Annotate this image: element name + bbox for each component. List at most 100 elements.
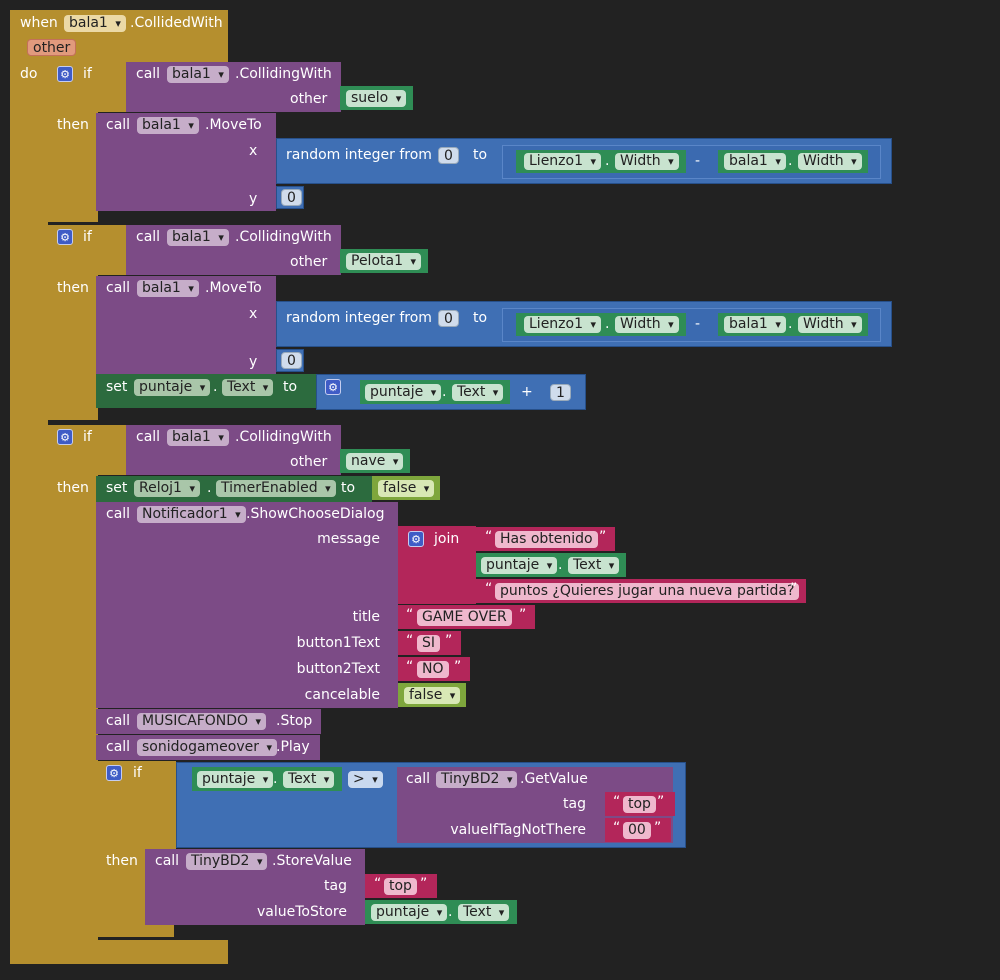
open-quote: “: [485, 581, 493, 597]
property-dropdown[interactable]: Text: [568, 557, 620, 574]
then-label: then: [106, 853, 138, 869]
dot: .: [788, 316, 793, 332]
component-dropdown[interactable]: bala1: [167, 429, 229, 446]
component-dropdown[interactable]: Pelota1: [346, 253, 421, 270]
component-dropdown[interactable]: MUSICAFONDO: [137, 713, 267, 730]
property-dropdown[interactable]: Text: [452, 384, 504, 401]
text-field[interactable]: NO: [417, 661, 449, 678]
do-label: do: [20, 66, 38, 82]
colliding-with-block-1[interactable]: [126, 62, 341, 112]
to-label: to: [283, 379, 298, 395]
component-dropdown[interactable]: sonidogameover: [137, 739, 278, 756]
property-dropdown[interactable]: Text: [458, 904, 510, 921]
open-quote: “: [406, 607, 414, 623]
gear-icon[interactable]: ⚙: [57, 429, 73, 445]
minus-operator: -: [695, 153, 701, 169]
method-name: .CollidingWith: [235, 429, 332, 445]
open-quote: “: [406, 633, 414, 649]
set-label: set: [106, 480, 128, 496]
gear-icon[interactable]: ⚙: [325, 379, 341, 395]
number-field[interactable]: 0: [438, 310, 459, 327]
gear-icon[interactable]: ⚙: [57, 66, 73, 82]
colliding-with-block-3[interactable]: [126, 425, 341, 475]
number-field[interactable]: 0: [281, 189, 302, 206]
param-other[interactable]: other: [27, 39, 77, 56]
dot: .: [442, 384, 447, 400]
boolean-dropdown[interactable]: false: [404, 687, 461, 704]
close-quote: ”: [657, 794, 665, 810]
component-dropdown[interactable]: puntaje: [481, 557, 558, 574]
property-dropdown[interactable]: Width: [615, 153, 679, 170]
button1-label: button1Text: [296, 635, 380, 651]
open-quote: “: [406, 659, 414, 675]
component-dropdown[interactable]: TinyBD2: [436, 771, 518, 788]
random-integer-label: random integer from: [286, 310, 432, 326]
then-label: then: [57, 480, 89, 496]
component-dropdown[interactable]: Notificador1: [137, 506, 246, 523]
gear-icon[interactable]: ⚙: [57, 229, 73, 245]
call-label: call: [106, 713, 131, 729]
if-block-2-spine: [48, 275, 98, 420]
method-name: .Stop: [276, 713, 313, 729]
property-dropdown[interactable]: TimerEnabled: [216, 480, 336, 497]
dot: .: [448, 904, 453, 920]
if-label: if: [133, 765, 142, 781]
property-dropdown[interactable]: Width: [798, 153, 862, 170]
property-dropdown[interactable]: Width: [615, 316, 679, 333]
number-field[interactable]: 0: [438, 147, 459, 164]
component-dropdown[interactable]: TinyBD2: [186, 853, 268, 870]
property-dropdown[interactable]: Text: [222, 379, 274, 396]
text-field[interactable]: Has obtenido: [495, 531, 598, 548]
number-field[interactable]: 1: [550, 384, 571, 401]
text-field[interactable]: GAME OVER: [417, 609, 512, 626]
dot: .: [207, 480, 212, 496]
operator-dropdown[interactable]: >: [348, 771, 383, 788]
property-dropdown[interactable]: Text: [283, 771, 335, 788]
component-dropdown[interactable]: bala1: [137, 280, 199, 297]
other-label: other: [290, 91, 328, 107]
component-dropdown[interactable]: bala1: [724, 153, 786, 170]
open-quote: “: [374, 876, 382, 892]
gear-icon[interactable]: ⚙: [408, 531, 424, 547]
call-label: call: [136, 66, 161, 82]
event-component-dropdown[interactable]: bala1: [64, 15, 126, 32]
text-field[interactable]: 00: [623, 822, 651, 839]
component-dropdown[interactable]: puntaje: [134, 379, 211, 396]
tag-label: tag: [324, 878, 347, 894]
call-label: call: [106, 739, 131, 755]
component-dropdown[interactable]: nave: [346, 453, 404, 470]
join-label: join: [434, 531, 460, 547]
component-dropdown[interactable]: Lienzo1: [524, 153, 601, 170]
component-dropdown[interactable]: bala1: [167, 66, 229, 83]
event-name: .CollidedWith: [130, 15, 223, 31]
component-dropdown[interactable]: Lienzo1: [524, 316, 601, 333]
component-dropdown[interactable]: puntaje: [371, 904, 448, 921]
call-label: call: [136, 429, 161, 445]
number-field[interactable]: 0: [281, 352, 302, 369]
component-dropdown[interactable]: puntaje: [197, 771, 274, 788]
call-label: call: [136, 229, 161, 245]
text-field[interactable]: top: [623, 796, 656, 813]
component-dropdown[interactable]: bala1: [137, 117, 199, 134]
text-field[interactable]: puntos ¿Quieres jugar una nueva partida?: [495, 583, 800, 600]
then-label: then: [57, 117, 89, 133]
property-dropdown[interactable]: Width: [798, 316, 862, 333]
text-field[interactable]: top: [384, 878, 417, 895]
open-quote: “: [613, 794, 621, 810]
component-dropdown[interactable]: suelo: [346, 90, 407, 107]
title-label: title: [352, 609, 380, 625]
show-choose-dialog-block[interactable]: [96, 502, 398, 708]
component-dropdown[interactable]: bala1: [724, 316, 786, 333]
boolean-dropdown[interactable]: false: [378, 480, 435, 497]
cancelable-label: cancelable: [304, 687, 380, 703]
text-field[interactable]: SI: [417, 635, 441, 652]
dot: .: [605, 316, 610, 332]
minus-operator: -: [695, 316, 701, 332]
gear-icon[interactable]: ⚙: [106, 765, 122, 781]
colliding-with-block-2[interactable]: [126, 225, 341, 275]
component-dropdown[interactable]: Reloj1: [134, 480, 200, 497]
component-dropdown[interactable]: bala1: [167, 229, 229, 246]
plus-operator: +: [521, 384, 533, 400]
component-dropdown[interactable]: puntaje: [365, 384, 442, 401]
method-name: .ShowChooseDialog: [246, 506, 385, 522]
